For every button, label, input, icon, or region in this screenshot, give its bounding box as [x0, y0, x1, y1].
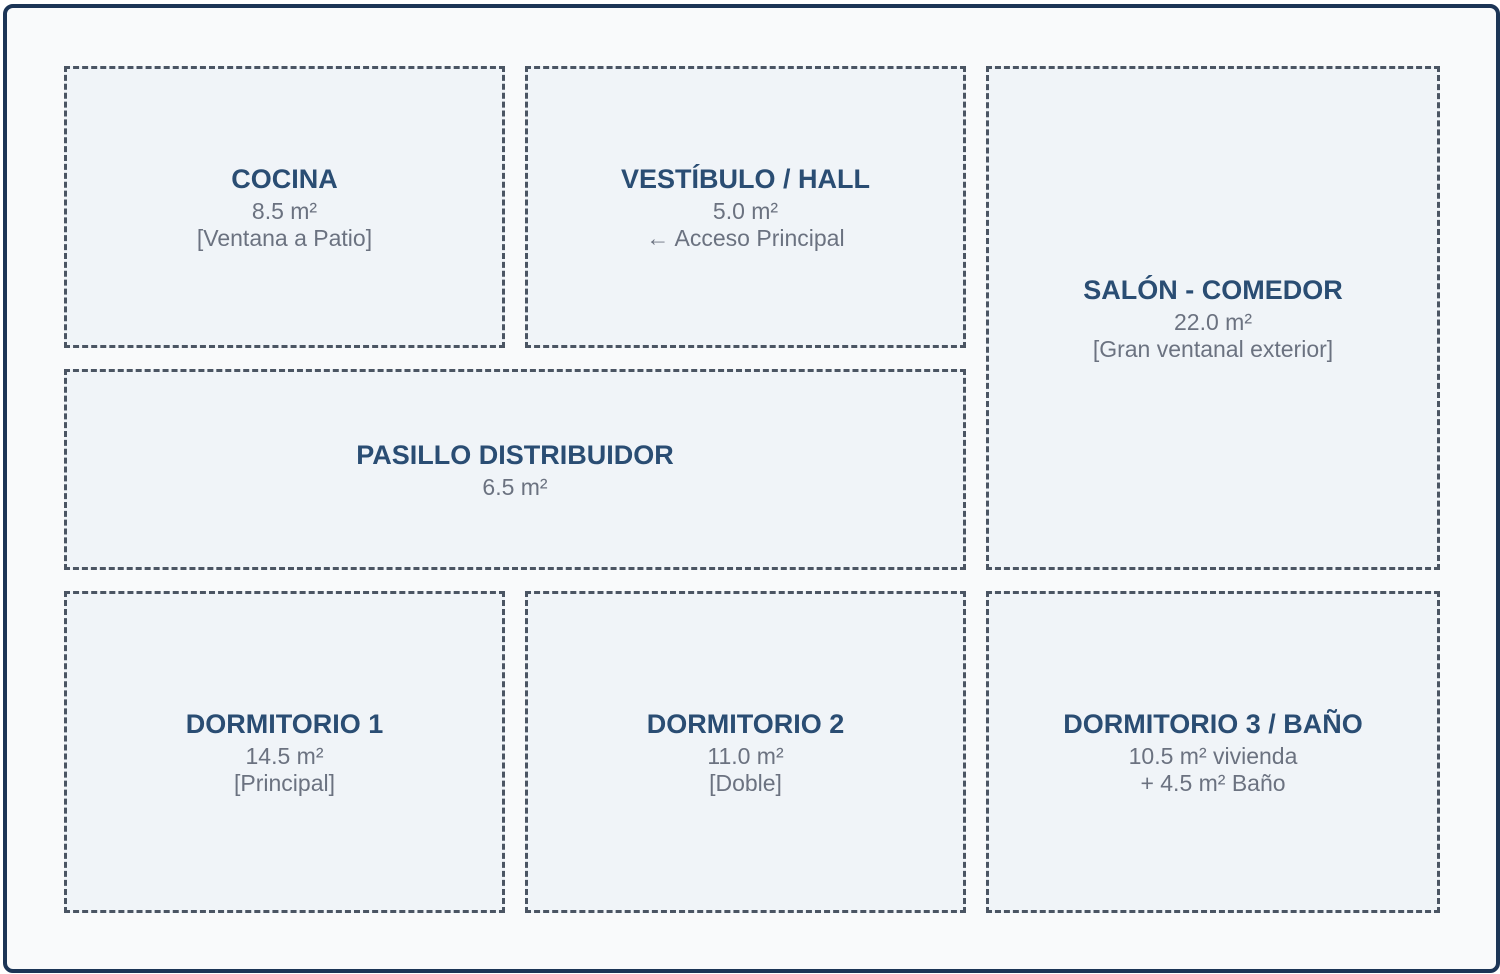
room-name: COCINA [231, 164, 338, 194]
room-cocina: COCINA 8.5 m² [Ventana a Patio] [64, 66, 505, 348]
floor-plan: COCINA 8.5 m² [Ventana a Patio] VESTÍBUL… [3, 4, 1500, 973]
room-area: 22.0 m² [1174, 309, 1252, 335]
room-note: [Doble] [709, 770, 782, 796]
room-name: DORMITORIO 2 [646, 709, 845, 739]
room-vestibulo-hall: VESTÍBULO / HALL 5.0 m² ← Acceso Princip… [525, 66, 966, 348]
room-area: 14.5 m² [245, 743, 324, 769]
room-name: VESTÍBULO / HALL [621, 164, 870, 194]
room-name: DORMITORIO 1 [185, 709, 384, 739]
room-dormitorio-1: DORMITORIO 1 14.5 m² [Principal] [64, 591, 505, 913]
room-name: SALÓN - COMEDOR [1083, 275, 1343, 305]
room-note: [Principal] [234, 770, 335, 796]
room-note: ← Acceso Principal [646, 225, 845, 251]
room-area: 8.5 m² [251, 198, 318, 224]
room-note: [Gran ventanal exterior] [1092, 336, 1334, 362]
room-dormitorio-3-bano: DORMITORIO 3 / BAÑO 10.5 m² vivienda + 4… [986, 591, 1440, 913]
room-pasillo-distribuidor: PASILLO DISTRIBUIDOR 6.5 m² [64, 369, 966, 570]
room-name: DORMITORIO 3 / BAÑO [1063, 709, 1363, 739]
room-note: [Ventana a Patio] [196, 225, 373, 251]
room-area: 10.5 m² vivienda [1128, 743, 1298, 769]
room-area: 5.0 m² [712, 198, 779, 224]
room-area: 6.5 m² [482, 474, 548, 500]
room-note: + 4.5 m² Baño [1140, 770, 1286, 796]
room-name: PASILLO DISTRIBUIDOR [356, 440, 674, 470]
room-area: 11.0 m² [707, 743, 784, 769]
room-salon-comedor: SALÓN - COMEDOR 22.0 m² [Gran ventanal e… [986, 66, 1440, 570]
room-dormitorio-2: DORMITORIO 2 11.0 m² [Doble] [525, 591, 966, 913]
